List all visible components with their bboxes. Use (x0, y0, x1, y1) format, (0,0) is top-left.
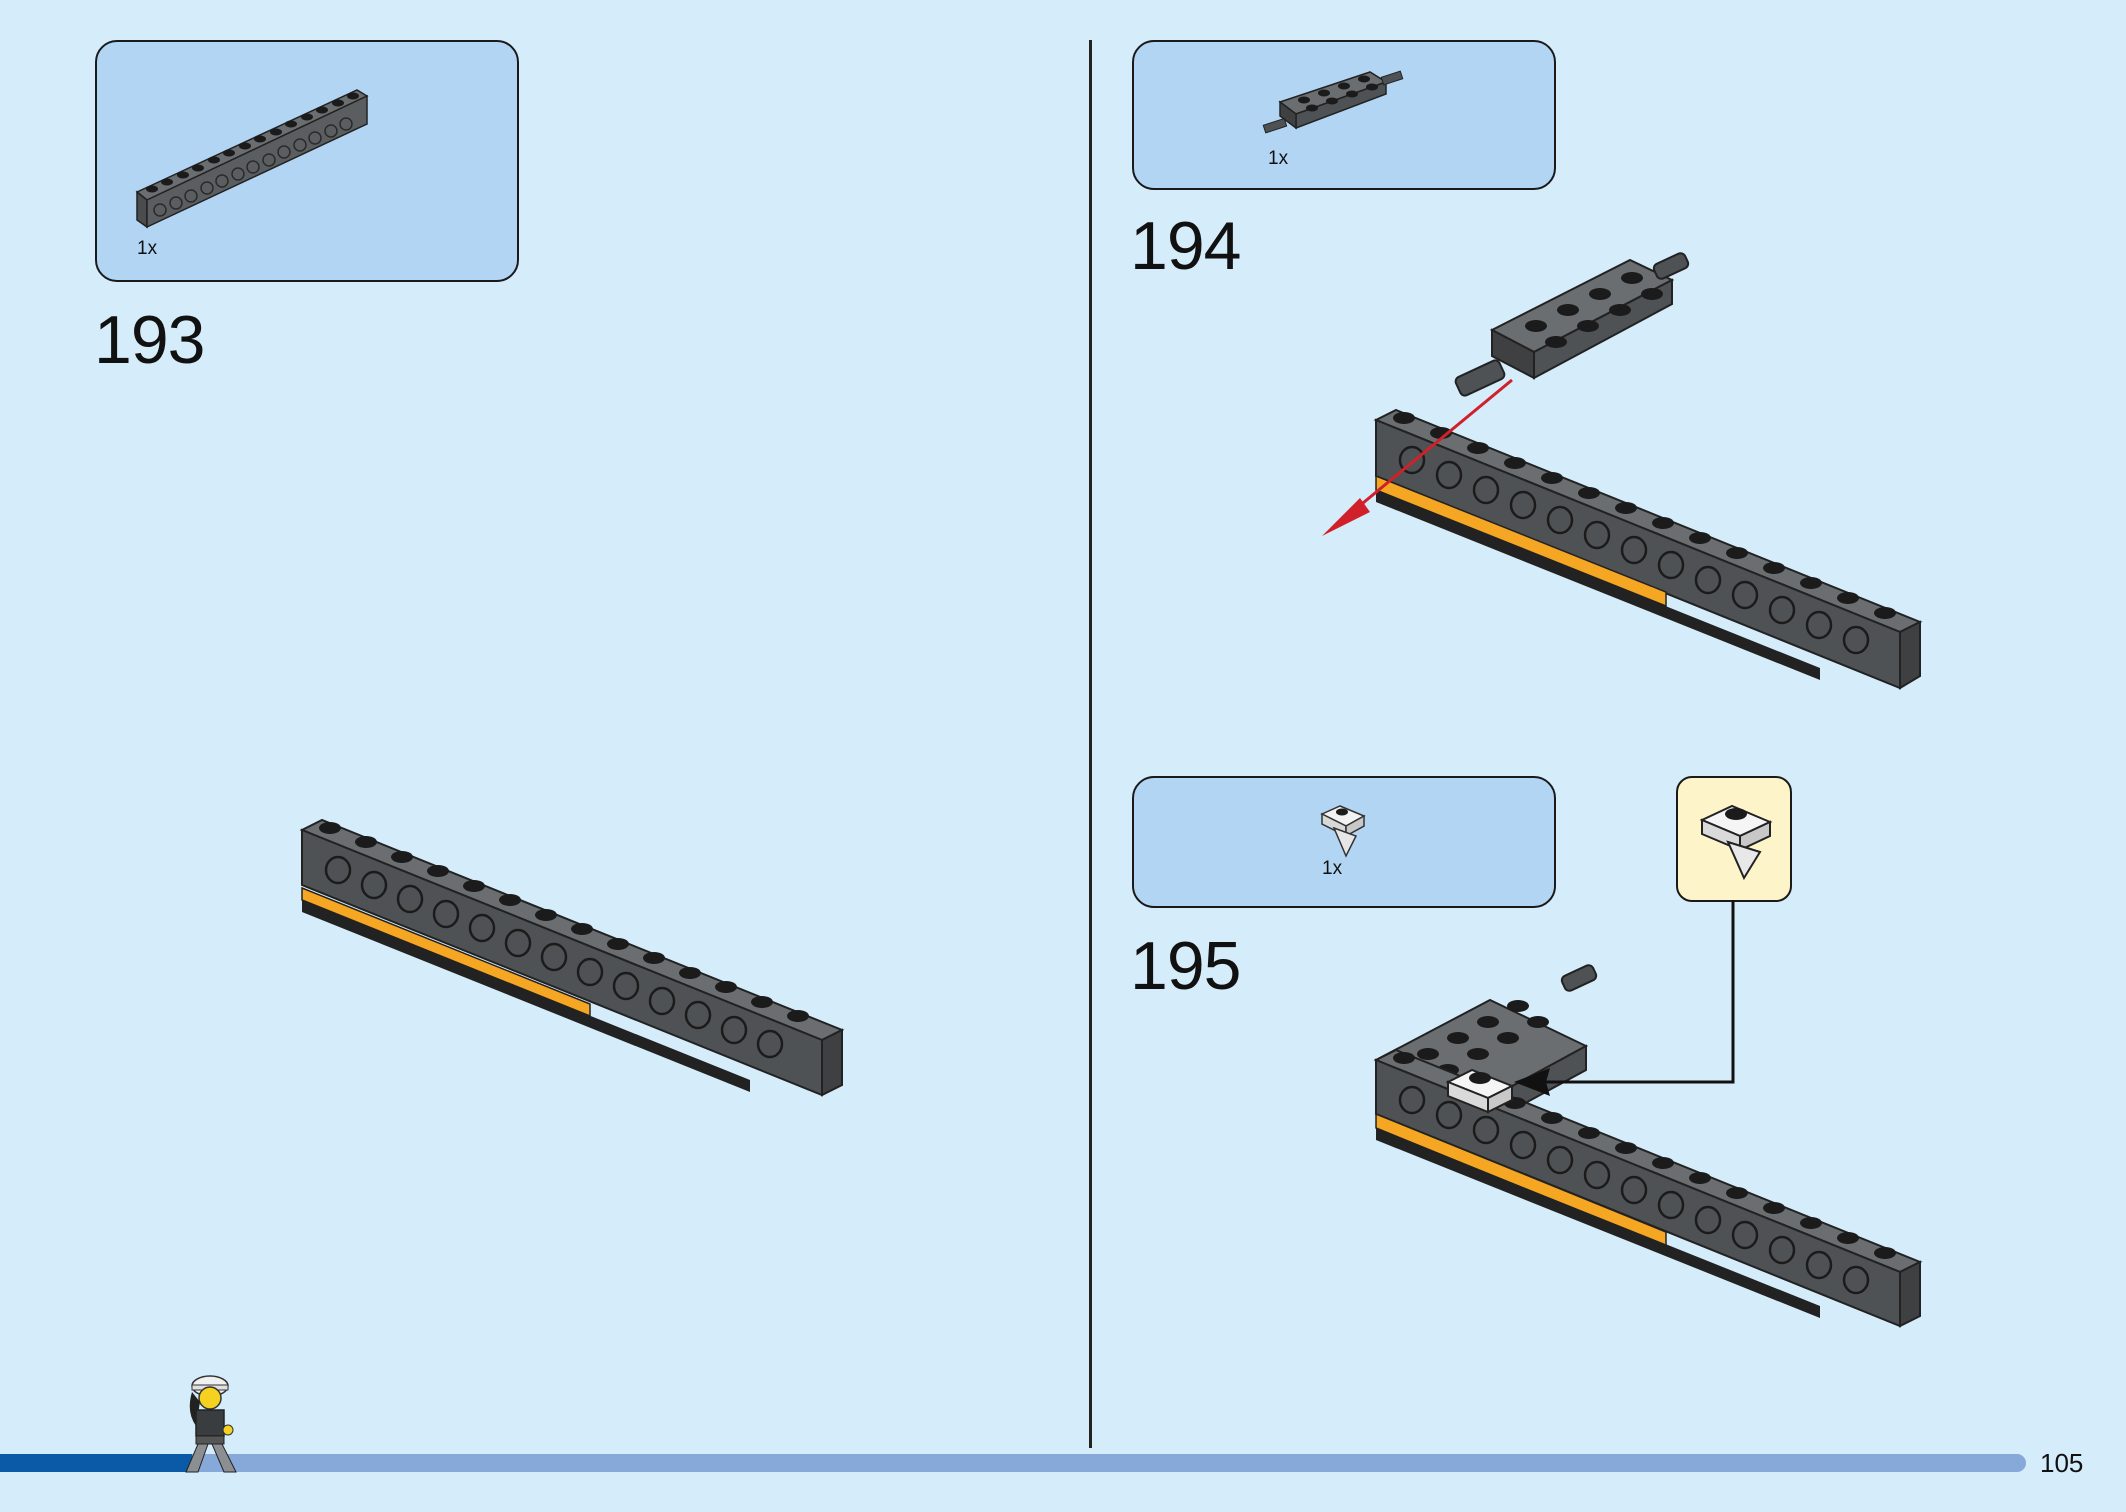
minifigure-worker-icon (185, 1375, 237, 1473)
step-193-assembly-illustration (299, 818, 845, 1097)
progress-bar (0, 1454, 2026, 1472)
step-194-parts-callout: 1x (1132, 40, 1556, 190)
step-number-194: 194 (1130, 208, 1241, 284)
part-quantity: 1x (1322, 858, 1343, 879)
step-number-195: 195 (1130, 928, 1241, 1004)
white-tooth-plate-zoom-icon (1699, 804, 1773, 881)
part-quantity: 1x (1268, 148, 1289, 169)
page-divider (1089, 40, 1092, 1448)
part-quantity: 1x (137, 238, 158, 259)
page-number: 105 (2040, 1448, 2084, 1478)
step-194-assembly-illustration (1322, 252, 1923, 690)
black-pointer-arrow-icon (1514, 900, 1735, 1096)
step-195-parts-callout: 1x (1132, 776, 1556, 908)
step-195-assembly-illustration (1373, 964, 1923, 1328)
part-zoom-callout (1676, 776, 1792, 902)
step-number-193: 193 (94, 302, 205, 378)
part-white-tooth-plate-icon (1320, 805, 1366, 858)
red-insert-arrow-icon (1322, 378, 1513, 536)
part-technic-brick-1x14-icon (135, 89, 369, 229)
step-193-parts-callout: 1x (95, 40, 519, 282)
progress-bar-fill (0, 1454, 193, 1472)
part-plate-with-pins-icon (1262, 70, 1404, 134)
